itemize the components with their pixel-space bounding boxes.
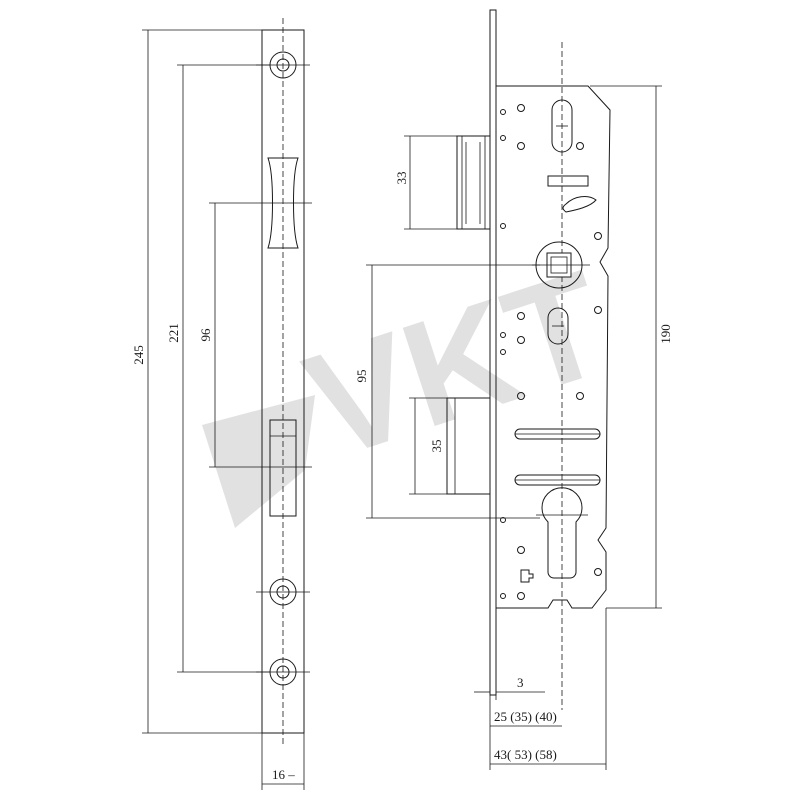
dim-depth-label: 43( 53) (58): [494, 747, 557, 762]
deadbolt: [456, 135, 491, 230]
dim-faceplate-thickness: 3: [474, 675, 545, 693]
striker-bolt-opening: [267, 157, 299, 249]
dim-case-depth: 43( 53) (58): [490, 747, 606, 765]
watermark-text: VKT: [288, 238, 625, 490]
rivets-left: [500, 109, 506, 599]
deadbolt-guide: [547, 175, 589, 187]
dim-spindle-cylinder: 95: [354, 264, 540, 519]
lock-case: [496, 85, 611, 609]
dim-case-height: 190: [590, 85, 673, 609]
dim-deadbolt: 33: [394, 135, 460, 230]
dim-latch-span: 96: [198, 202, 312, 468]
lock-body: 33 95 35 190 3: [354, 9, 673, 770]
dim-221-label: 221: [166, 323, 181, 343]
curved-slot: [562, 196, 597, 213]
dim-overall-length: 245: [131, 29, 262, 734]
upper-slot: [551, 99, 573, 153]
dim-16-label: 16 –: [272, 767, 295, 782]
dim-190-label: 190: [658, 324, 673, 344]
dim-33-label: 33: [394, 172, 409, 185]
horizontal-slot-upper: [514, 428, 601, 440]
latch: [446, 397, 490, 495]
horizontal-slot-lower: [514, 474, 601, 486]
dim-latch: 35: [409, 397, 450, 495]
striker-middle-hole: [256, 578, 310, 606]
striker-plate: 245 221 96 16 –: [131, 18, 312, 790]
dim-245-label: 245: [131, 345, 146, 365]
dim-backset-label: 25 (35) (40): [494, 709, 557, 724]
dim-96-label: 96: [198, 328, 213, 342]
cylinder-cutout: [541, 487, 583, 579]
dim-95-label: 95: [354, 370, 369, 383]
middle-slot: [547, 307, 569, 345]
dim-backset: 25 (35) (40): [490, 709, 562, 727]
dim-35-label: 35: [429, 440, 444, 453]
faceplate: [489, 9, 497, 696]
dim-plate-width: 16 –: [261, 733, 305, 790]
spindle-follower: [532, 241, 590, 289]
striker-latch-opening: [269, 419, 297, 517]
dim-3-label: 3: [517, 675, 524, 690]
dim-hole-distance: 221: [166, 64, 270, 673]
rivets-inner: [517, 104, 602, 600]
key-symbol: [520, 569, 534, 583]
